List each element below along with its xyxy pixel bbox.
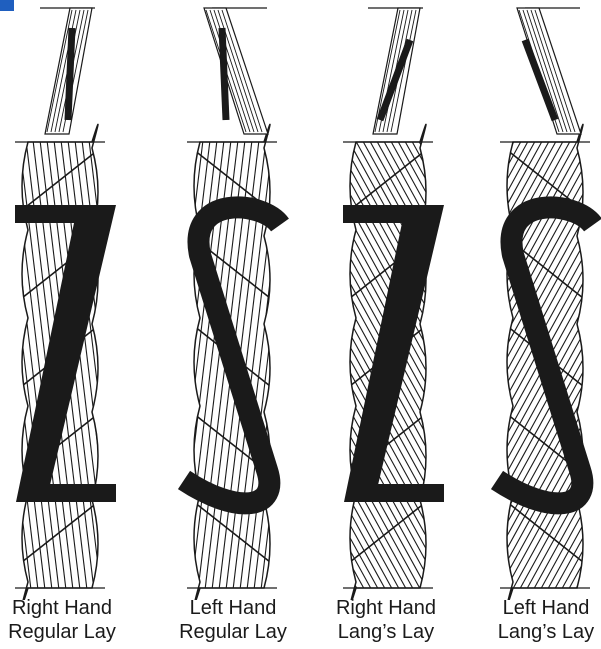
caption-line-lay: Lang’s Lay: [311, 620, 461, 644]
wire-line: [282, 142, 336, 588]
caption-right-hand-regular-lay: Right Hand Regular Lay: [0, 596, 137, 644]
single-strand: [517, 8, 581, 134]
wire-line: [138, 142, 192, 588]
wire-line: [289, 142, 343, 588]
rope-illustrations: [0, 0, 601, 600]
wire-line: [107, 142, 161, 588]
wire-line: [142, 142, 196, 588]
wire-line: [135, 142, 189, 588]
caption-line-hand: Right Hand: [0, 596, 137, 620]
z-lay-foot: [374, 484, 444, 502]
wire-line: [128, 142, 182, 588]
wire-direction-marker: [68, 28, 72, 120]
caption-left-hand-langs-lay: Left Hand Lang’s Lay: [471, 596, 601, 644]
wire-line: [114, 142, 168, 588]
wire-direction-marker: [222, 28, 226, 120]
wire-line: [296, 142, 350, 588]
wire-line: [145, 142, 199, 588]
caption-line-hand: Right Hand: [311, 596, 461, 620]
wire-line: [275, 142, 329, 588]
caption-line-lay: Lang’s Lay: [471, 620, 601, 644]
wire-line: [117, 142, 171, 588]
caption-line-lay: Regular Lay: [158, 620, 308, 644]
caption-line-lay: Regular Lay: [0, 620, 137, 644]
wire-line: [597, 142, 601, 588]
caption-line-hand: Left Hand: [158, 596, 308, 620]
caption-left-hand-regular-lay: Left Hand Regular Lay: [158, 596, 308, 644]
z-lay-foot: [46, 484, 116, 502]
wire-line: [0, 142, 17, 588]
wire-line: [0, 142, 3, 588]
caption-line-hand: Left Hand: [471, 596, 601, 620]
single-strand: [204, 8, 268, 134]
wire-line: [131, 142, 185, 588]
wire-line: [121, 142, 175, 588]
wire-line: [0, 142, 10, 588]
wire-line: [110, 142, 164, 588]
wire-line: [124, 142, 178, 588]
caption-right-hand-langs-lay: Right Hand Lang’s Lay: [311, 596, 461, 644]
